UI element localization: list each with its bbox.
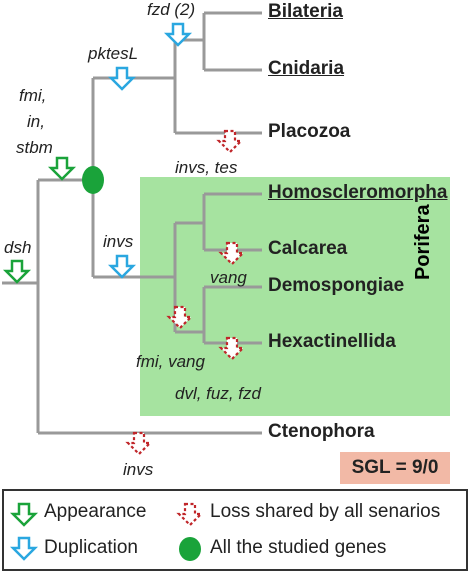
- taxon-homoscleromorpha: Homoscleromorpha: [268, 182, 448, 203]
- legend-loss-label: Loss shared by all senarios: [210, 501, 441, 522]
- event-label-fmi-vang: fmi, vang: [136, 352, 205, 371]
- event-label-fmi: fmi,: [19, 86, 47, 105]
- taxon-bilateria: Bilateria: [268, 1, 343, 22]
- taxon-hexactinellida: Hexactinellida: [268, 331, 396, 352]
- event-label-invs-porifera: invs: [103, 232, 134, 251]
- legend-appearance-label: Appearance: [44, 501, 147, 522]
- loss-arrow-vang: [219, 241, 245, 266]
- tree-branches: [2, 11, 262, 435]
- sgl-badge: SGL = 9/0: [340, 452, 450, 484]
- taxon-placozoa: Placozoa: [268, 121, 351, 142]
- legend-all-genes-label: All the studied genes: [210, 537, 387, 558]
- event-label-in: in,: [27, 112, 45, 131]
- legend-all-genes-icon: [179, 537, 201, 561]
- porifera-highlight: [140, 177, 450, 416]
- clade-label-porifera: Porifera: [412, 204, 434, 280]
- taxon-calcarea: Calcarea: [268, 238, 348, 259]
- event-label-invs-tes: invs, tes: [175, 158, 238, 177]
- event-label-stbm: stbm: [16, 138, 53, 157]
- appearance-arrow-dsh: [4, 259, 30, 284]
- duplication-arrow-fzd: [165, 22, 191, 47]
- legend: [2, 489, 468, 571]
- loss-arrow-dvl-fuz-fzd: [219, 336, 245, 361]
- event-label-invs-ctenophora: invs: [123, 460, 154, 479]
- taxon-ctenophora: Ctenophora: [268, 421, 375, 442]
- all-genes-dot: [82, 166, 104, 194]
- duplication-arrow-invs: [109, 254, 135, 279]
- loss-arrow-fmi-vang: [167, 305, 193, 330]
- taxon-cnidaria: Cnidaria: [268, 58, 345, 79]
- appearance-arrow-fmi: [49, 156, 75, 181]
- event-label-dvl-fuz-fzd: dvl, fuz, fzd: [175, 384, 261, 403]
- event-label-pktesl: pktesL: [88, 44, 139, 63]
- event-label-fzd: fzd (2): [147, 0, 196, 19]
- legend-duplication-label: Duplication: [44, 537, 138, 558]
- event-label-vang: vang: [210, 268, 247, 287]
- loss-arrow-invs-ctenophora: [126, 431, 152, 456]
- event-label-dsh: dsh: [4, 238, 32, 257]
- sgl-text: SGL = 9/0: [351, 457, 439, 478]
- taxon-demospongiae: Demospongiae: [268, 275, 405, 296]
- duplication-arrow-pktesl: [109, 66, 135, 91]
